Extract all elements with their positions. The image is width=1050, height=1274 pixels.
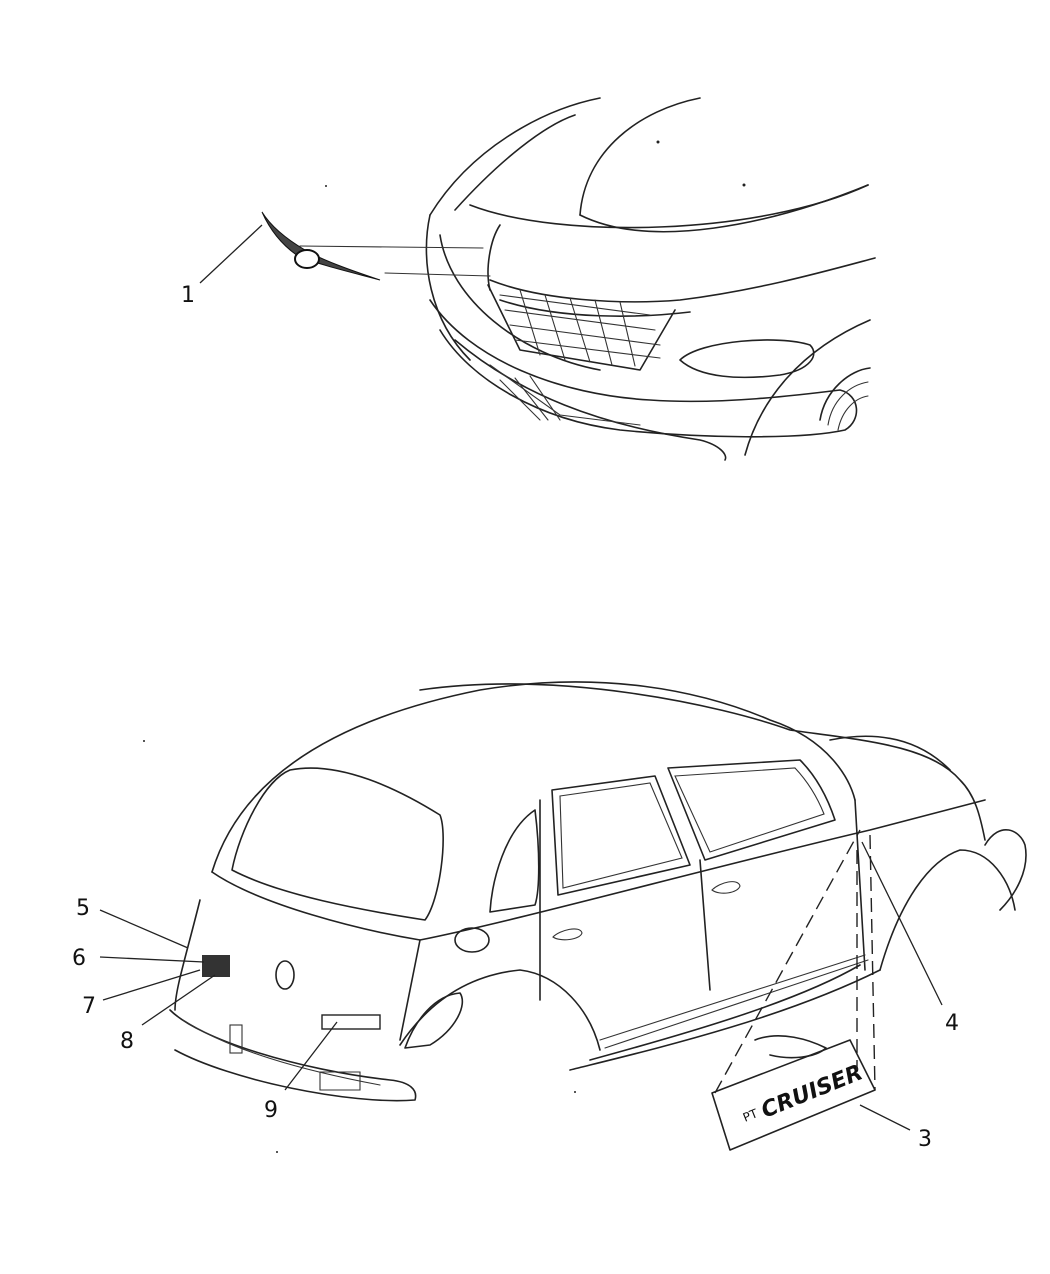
rear-decal-strip-illustration	[321, 1014, 381, 1030]
leader-line-9	[284, 1021, 338, 1091]
decal-projection-lines	[714, 829, 876, 1094]
vehicle-body-illustration	[169, 681, 1027, 1102]
callout-3: 3	[918, 1127, 932, 1152]
winged-emblem-illustration	[261, 211, 491, 281]
leader-line-8	[141, 974, 216, 1026]
leader-line-4	[861, 841, 943, 1006]
callout-7: 7	[82, 994, 96, 1019]
leader-line-1	[199, 224, 263, 284]
callout-1: 1	[181, 283, 195, 308]
callout-6: 6	[72, 946, 86, 971]
rear-nameplate-illustration	[202, 955, 230, 977]
leader-line-7	[102, 969, 201, 1001]
callout-8: 8	[120, 1029, 134, 1054]
leader-line-3	[859, 1104, 911, 1131]
callout-4: 4	[945, 1011, 959, 1036]
decal-prefix: PT	[741, 1106, 760, 1125]
callout-5: 5	[76, 896, 90, 921]
callout-9: 9	[264, 1098, 278, 1123]
leader-line-6	[99, 956, 205, 963]
leader-line-5	[99, 909, 189, 949]
front-end-illustration	[425, 97, 876, 461]
